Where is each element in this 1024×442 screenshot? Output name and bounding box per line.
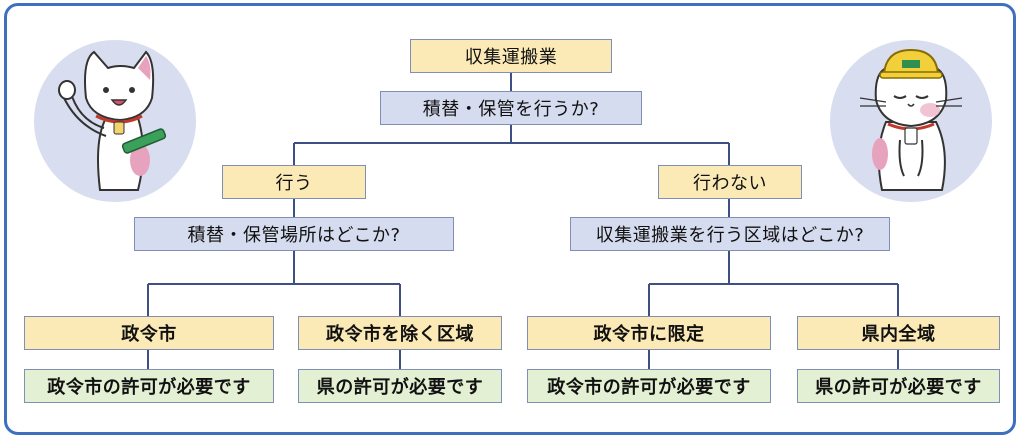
node-leaf4-condition: 県内全域 (797, 316, 1000, 350)
node-root: 収集運搬業 (410, 39, 612, 73)
node-leaf2-result: 県の許可が必要です (298, 369, 502, 403)
node-leaf3-condition: 政令市に限定 (527, 316, 771, 350)
node-leaf2-condition: 政令市を除く区域 (298, 316, 502, 350)
node-yes: 行う (222, 165, 366, 199)
node-leaf1-condition: 政令市 (24, 316, 274, 350)
cat-mascot-hardhat-icon (830, 40, 992, 202)
cat-mascot-waving-icon (34, 40, 196, 202)
node-no: 行わない (658, 165, 802, 199)
node-question-no: 収集運搬業を行う区域はどこか? (570, 217, 890, 251)
node-leaf1-result: 政令市の許可が必要です (24, 369, 274, 403)
node-leaf4-result: 県の許可が必要です (797, 369, 1000, 403)
node-question1: 積替・保管を行うか? (380, 91, 642, 125)
node-leaf3-result: 政令市の許可が必要です (527, 369, 771, 403)
node-question-yes: 積替・保管場所はどこか? (134, 217, 454, 251)
